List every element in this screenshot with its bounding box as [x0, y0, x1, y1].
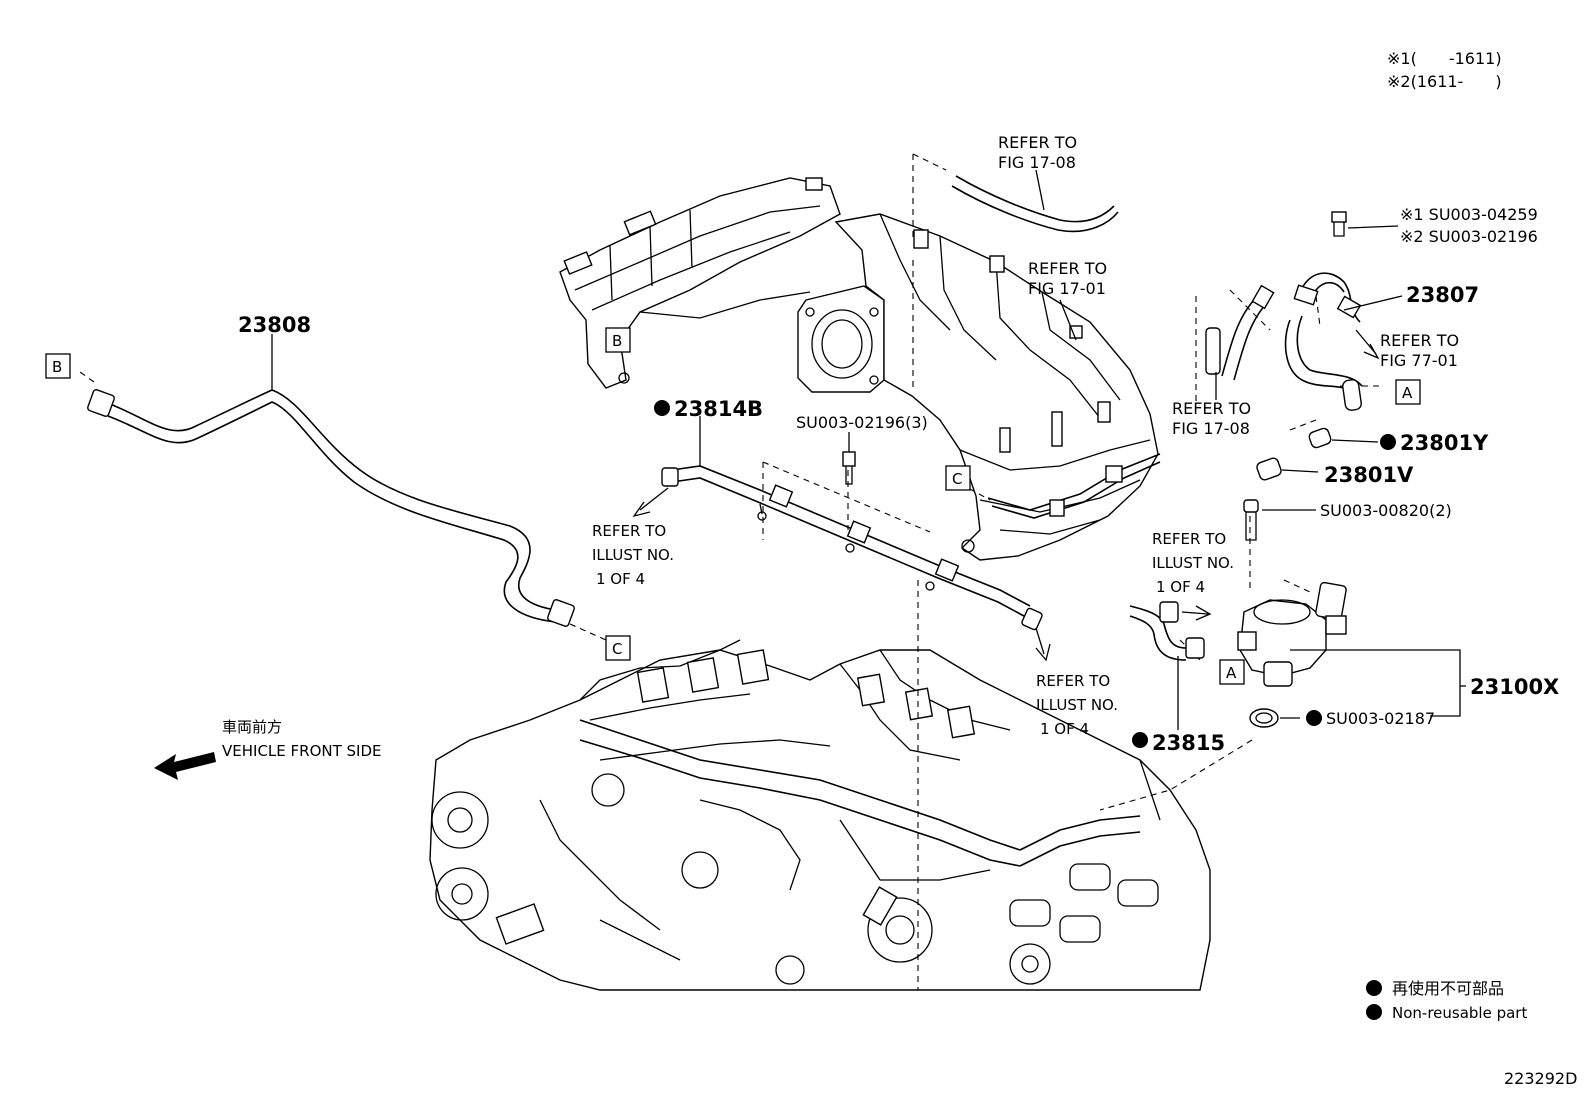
part-23807[interactable]: 23807: [1406, 283, 1479, 307]
ref-fig-17-08-mid: REFER TO FIG 17-08: [1172, 399, 1251, 438]
ref-illust-bottom: REFER TO ILLUST NO. 1 OF 4: [1036, 672, 1118, 738]
marker-c-manifold: C: [945, 465, 971, 491]
pipe-23807: [1284, 211, 1403, 411]
part-bolt-var1[interactable]: ※1 SU003-04259: [1400, 205, 1538, 224]
svg-text:REFER TO: REFER TO: [1152, 530, 1226, 548]
tube-23814b: [632, 416, 1051, 662]
svg-text:1 OF 4: 1 OF 4: [596, 570, 645, 588]
part-23815[interactable]: 23815: [1152, 731, 1225, 755]
ref-illust-left: REFER TO ILLUST NO. 1 OF 4: [592, 522, 674, 588]
marker-b-left: B: [45, 353, 71, 379]
part-23814b[interactable]: 23814B: [674, 397, 763, 421]
svg-text:ILLUST NO.: ILLUST NO.: [1152, 554, 1234, 572]
hose-refer-17-08-mid: [1205, 284, 1275, 400]
vehicle-front-jp: 車両前方: [222, 718, 282, 736]
marker-c-lower: C: [605, 635, 631, 661]
fitting-23801v: [1256, 457, 1319, 481]
part-bolt-var2[interactable]: ※2 SU003-02196: [1400, 227, 1538, 246]
svg-text:FIG 17-08: FIG 17-08: [998, 153, 1076, 172]
svg-text:REFER TO: REFER TO: [1380, 331, 1459, 350]
svg-text:FIG 77-01: FIG 77-01: [1380, 351, 1458, 370]
vehicle-front-arrow-icon: [154, 752, 216, 780]
hose-refer-17-08-top: [951, 169, 1119, 233]
diagram-id: 223292D: [1504, 1069, 1577, 1088]
svg-text:A: A: [1226, 664, 1237, 682]
pump-23100x: [1237, 581, 1466, 717]
part-su003-00820[interactable]: SU003-00820(2): [1320, 501, 1452, 520]
intake-manifold: [559, 177, 1161, 561]
part-23801v[interactable]: 23801V: [1324, 463, 1414, 487]
hose-23808: [87, 334, 575, 627]
svg-text:REFER TO: REFER TO: [1036, 672, 1110, 690]
part-su003-02187[interactable]: SU003-02187: [1326, 709, 1435, 728]
svg-text:REFER TO: REFER TO: [592, 522, 666, 540]
svg-text:REFER TO: REFER TO: [1028, 259, 1107, 278]
svg-text:FIG 17-01: FIG 17-01: [1028, 279, 1106, 298]
svg-text:REFER TO: REFER TO: [1172, 399, 1251, 418]
ref-fig-17-08-top: REFER TO FIG 17-08: [998, 133, 1077, 172]
svg-text:REFER TO: REFER TO: [998, 133, 1077, 152]
part-su003-02196-3[interactable]: SU003-02196(3): [796, 413, 928, 432]
ref-illust-right: REFER TO ILLUST NO. 1 OF 4: [1152, 530, 1234, 596]
bolt-su003-02196-3: [842, 432, 856, 485]
svg-text:C: C: [952, 470, 962, 488]
svg-text:ILLUST NO.: ILLUST NO.: [1036, 696, 1118, 714]
part-23801y[interactable]: 23801Y: [1400, 431, 1489, 455]
svg-text:ILLUST NO.: ILLUST NO.: [592, 546, 674, 564]
legend-jp: 再使用不可部品: [1392, 979, 1504, 998]
svg-text:B: B: [52, 358, 62, 376]
gasket-23801y: [1308, 427, 1379, 449]
pipe-23815: [1129, 601, 1212, 730]
variant-note-2: ※2(1611- ): [1387, 72, 1502, 91]
marker-a-lower: A: [1219, 659, 1245, 685]
svg-text:1 OF 4: 1 OF 4: [1040, 720, 1089, 738]
svg-text:A: A: [1402, 384, 1413, 402]
part-23100x[interactable]: 23100X: [1470, 675, 1559, 699]
marker-b-manifold: B: [605, 327, 631, 353]
engine-block: [429, 639, 1211, 991]
vehicle-front-en: VEHICLE FRONT SIDE: [222, 742, 382, 760]
svg-text:B: B: [612, 332, 622, 350]
gasket-su003-02187: [1249, 708, 1300, 728]
ref-fig-17-01: REFER TO FIG 17-01: [1028, 259, 1107, 341]
svg-text:1 OF 4: 1 OF 4: [1156, 578, 1205, 596]
ref-fig-77-01: REFER TO FIG 77-01: [1380, 331, 1459, 370]
bolt-su003-00820: [1243, 499, 1316, 541]
part-23808[interactable]: 23808: [238, 313, 311, 337]
legend-en: Non-reusable part: [1392, 1004, 1527, 1022]
svg-text:C: C: [612, 640, 622, 658]
marker-a-upper: A: [1395, 379, 1421, 405]
svg-text:FIG 17-08: FIG 17-08: [1172, 419, 1250, 438]
leader-dashes: [79, 153, 1380, 990]
variant-note-1: ※1( -1611): [1387, 49, 1502, 68]
